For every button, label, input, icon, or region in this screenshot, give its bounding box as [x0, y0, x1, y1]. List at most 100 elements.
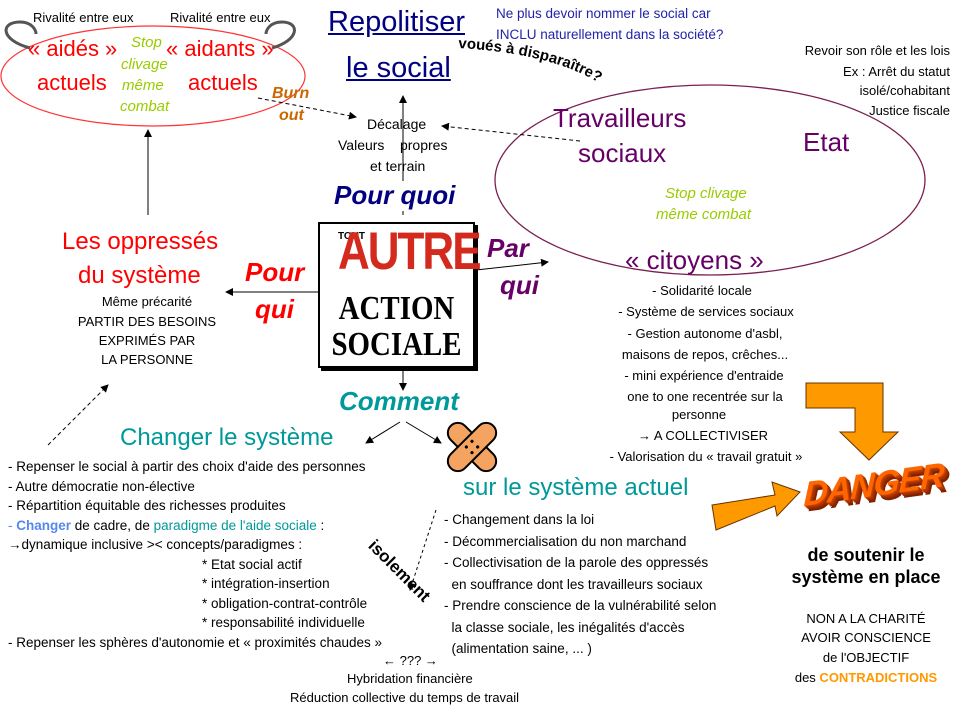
opprimes-title: du système — [78, 262, 201, 289]
opprimes-detail: EXPRIMÉS PAR — [98, 333, 196, 348]
bottom-line: Réduction collective du temps de travail — [290, 690, 520, 705]
etat-label: Etat — [803, 127, 850, 157]
citoyens-item: maisons de repos, crêches... — [621, 347, 789, 362]
par-qui-label: Par — [487, 233, 529, 263]
pour-qui-label: qui — [255, 294, 294, 324]
danger-note: de l'OBJECTIF — [822, 650, 910, 665]
stop-clivage-text: Stop clivage — [665, 185, 747, 202]
etat-note: isolé/cohabitant — [859, 83, 950, 98]
cycle-arrow-right-icon — [264, 20, 296, 50]
travailleurs-label: Travailleurs — [553, 103, 687, 133]
changer-end: : — [316, 517, 325, 533]
rivalry-label-left: Rivalité entre eux — [33, 10, 134, 25]
aides-label: « aidés » — [28, 36, 118, 61]
logo-autre: AUTRE — [338, 222, 482, 281]
danger-note: des CONTRADICTIONS — [794, 670, 938, 686]
actuels-right: actuels — [188, 70, 258, 95]
changer-item: →dynamique inclusive >< concepts/paradig… — [8, 537, 303, 552]
opprimes-detail: LA PERSONNE — [101, 352, 193, 367]
workers-state-citizens-ellipse — [494, 84, 926, 276]
bottom-arrows: ← ??? → — [383, 653, 438, 668]
etat-note: Justice fiscale — [869, 103, 950, 118]
actuel-item: - Collectivisation de la parole des oppr… — [444, 555, 709, 570]
voues-curved-text: voués à disparaître? — [458, 35, 605, 86]
comment-label: Comment — [339, 386, 459, 416]
cycle-arrow-left-icon — [4, 20, 38, 50]
aides-aidants-ellipse — [0, 25, 306, 127]
pour-qui-label: Pour — [245, 257, 305, 287]
contradictions-text: CONTRADICTIONS — [819, 670, 938, 685]
repolitiser-title: le social — [346, 52, 451, 84]
changer-mid: de cadre, de — [71, 517, 154, 533]
changer-item: - Autre démocratie non-élective — [8, 478, 195, 494]
stop-clivage-text: clivage — [121, 56, 168, 73]
citoyens-item: - mini expérience d'entraide — [624, 368, 784, 383]
travailleurs-label: sociaux — [578, 138, 667, 168]
actuels-left: actuels — [37, 70, 107, 95]
orange-bent-arrow-icon — [805, 382, 900, 461]
actuel-item: - Décommercialisation du non marchand — [444, 533, 687, 549]
changer-item: - Repenser les sphères d'autonomie et « … — [8, 634, 383, 650]
bottom-line: Hybridation financière — [347, 671, 473, 686]
aidants-label: « aidants » — [166, 36, 274, 61]
citoyens-item: - Système de services sociaux — [618, 304, 794, 319]
stop-clivage-text: même — [122, 77, 164, 94]
citoyens-item: personne — [671, 407, 727, 422]
changer-title: Changer le système — [120, 424, 334, 451]
burn-out-label: Burn — [272, 85, 310, 102]
danger-text: de soutenir le — [807, 545, 925, 565]
changer-prefix: - — [8, 517, 17, 533]
citoyens-label: « citoyens » — [625, 245, 764, 275]
concept-item: * intégration-insertion — [202, 576, 330, 591]
changer-item: - Répartition équitable des richesses pr… — [8, 498, 286, 513]
citoyens-item: one to one recentrée sur la — [627, 389, 783, 404]
opprimes-detail: Même précarité — [101, 294, 193, 309]
changer-list: - Repenser le social à partir des choix … — [8, 457, 382, 652]
logo-action: ACTION — [338, 290, 455, 327]
danger-note-prefix: des — [794, 670, 820, 685]
orange-arrow-to-danger-icon — [711, 481, 801, 531]
opprimes-title: Les oppressés — [62, 228, 219, 255]
concept-item: * responsabilité individuelle — [202, 615, 365, 630]
danger-note: NON A LA CHARITÉ — [806, 611, 926, 626]
danger-note: AVOIR CONSCIENCE — [801, 630, 931, 645]
par-qui-label: qui — [500, 270, 539, 300]
tout-autre-action-sociale-logo: TOUT AUTRE ACTION SOCIALE — [318, 222, 482, 368]
decalage-text: Décalage — [367, 116, 427, 132]
danger-text: système en place — [791, 567, 941, 587]
actuel-title: sur le système actuel — [463, 474, 689, 501]
etat-note: Ex : Arrêt du statut — [843, 64, 950, 79]
actuel-list: - Changement dans la loi - Décommerciali… — [444, 509, 716, 660]
changer-word: Changer — [16, 517, 72, 533]
stop-clivage-text: même combat — [656, 206, 752, 223]
changer-item: - Repenser le social à partir des choix … — [8, 459, 366, 474]
logo-sociale: SOCIALE — [331, 326, 462, 363]
repolitiser-note: Ne plus devoir nommer le social car — [496, 6, 711, 21]
stop-clivage-text: combat — [120, 98, 170, 115]
actuel-item: en souffrance dont les travailleurs soci… — [444, 576, 703, 592]
pour-quoi-label: Pour quoi — [334, 180, 456, 211]
stop-clivage-text: Stop — [131, 34, 162, 51]
citoyens-item: - Gestion autonome d'asbl, — [627, 326, 783, 341]
concept-item: * Etat social actif — [202, 556, 302, 572]
actuel-item: - Prendre conscience de la vulnérabilité… — [444, 598, 717, 613]
actuel-item: - Changement dans la loi — [444, 512, 595, 527]
decalage-text: Valeurs propres — [338, 137, 448, 153]
concept-item: * obligation-contrat-contrôle — [202, 595, 368, 611]
actuel-item: la classe sociale, les inégalités d'accè… — [444, 619, 685, 635]
changer-item: - Changer de cadre, de paradigme de l'ai… — [8, 516, 382, 536]
etat-note: Revoir son rôle et les lois — [804, 43, 950, 58]
actuel-item: (alimentation saine, ... ) — [444, 641, 592, 656]
decalage-text: et terrain — [370, 158, 426, 174]
repolitiser-note: INCLU naturellement dans la société? — [496, 27, 724, 42]
citoyens-item: - Solidarité locale — [652, 283, 752, 298]
bandage-icon — [446, 421, 498, 473]
citoyens-item: - Valorisation du « travail gratuit » — [609, 449, 803, 464]
repolitiser-title: Repolitiser — [328, 6, 465, 38]
paradigme-text: paradigme de l'aide sociale — [153, 517, 317, 533]
opprimes-detail: PARTIR DES BESOINS — [77, 314, 217, 329]
voues-label: voués à disparaître? — [458, 35, 605, 86]
citoyens-item: → A COLLECTIVISER — [637, 428, 769, 443]
